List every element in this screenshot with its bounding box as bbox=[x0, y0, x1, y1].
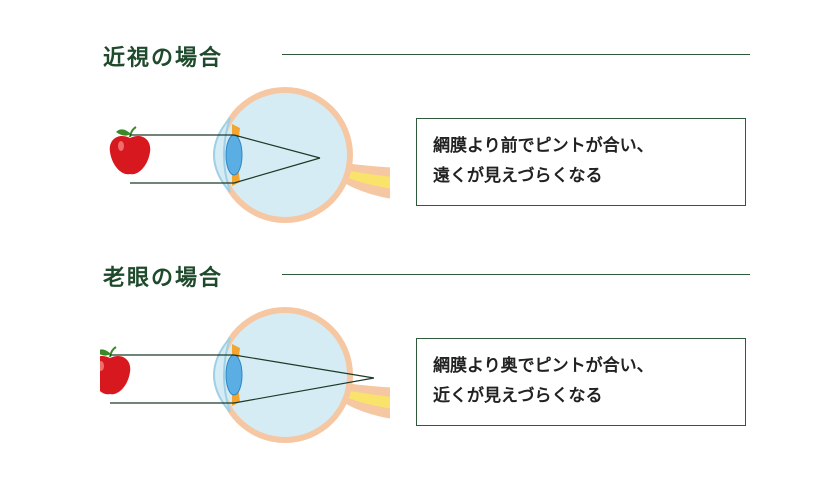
section-heading: 近視の場合 bbox=[103, 46, 224, 71]
eye-diagram bbox=[100, 307, 390, 443]
eye-icon bbox=[213, 307, 390, 443]
heading-rule bbox=[282, 54, 750, 55]
explanation-line: 網膜より前でピントが合い、 bbox=[433, 136, 654, 156]
explanation-line: 近くが見えづらくなる bbox=[433, 386, 603, 406]
apple-icon bbox=[109, 126, 151, 175]
explanation-box: 網膜より前でピントが合い、 遠くが見えづらくなる bbox=[416, 118, 746, 206]
explanation-line: 遠くが見えづらくなる bbox=[433, 166, 603, 186]
explanation-line: 網膜より奥でピントが合い、 bbox=[433, 356, 654, 376]
eye-icon bbox=[213, 87, 390, 223]
section-heading: 老眼の場合 bbox=[103, 266, 224, 291]
section-myopia: 近視の場合 bbox=[103, 46, 750, 223]
explanation-box: 網膜より奥でピントが合い、 近くが見えづらくなる bbox=[416, 338, 746, 426]
light-rays bbox=[110, 354, 375, 404]
light-rays bbox=[130, 134, 321, 184]
apple-icon bbox=[100, 346, 131, 395]
eye-diagram bbox=[109, 87, 390, 223]
section-presbyopia: 老眼の場合 網膜より奥でピントが合い、 bbox=[0, 220, 840, 465]
heading-rule bbox=[282, 274, 750, 275]
